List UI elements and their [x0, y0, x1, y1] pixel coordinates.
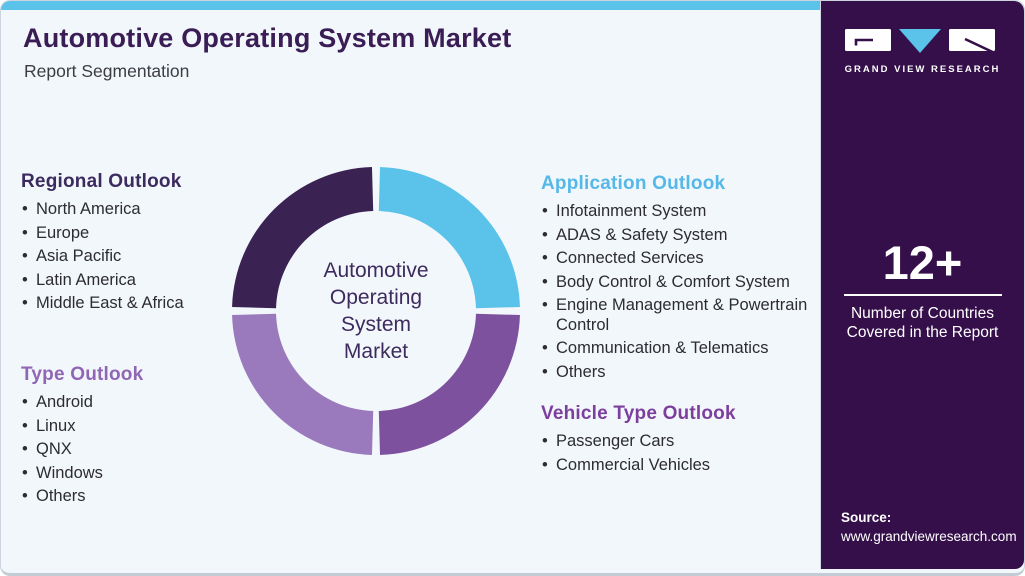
section-title-regional: Regional Outlook — [21, 171, 182, 192]
list-item: QNX — [21, 440, 256, 460]
list-item: North America — [21, 200, 256, 220]
section-application-outlook: Application Outlook Infotainment SystemA… — [541, 173, 826, 386]
logo-wordmark: GRAND VIEW RESEARCH — [844, 64, 1001, 75]
donut-segment-vehicle-type-outlook — [378, 313, 520, 455]
list-item: Middle East & Africa — [21, 294, 256, 314]
source-url: www.grandviewresearch.com — [841, 529, 1017, 545]
list-item: Asia Pacific — [21, 247, 256, 267]
stat-divider — [843, 294, 1002, 296]
section-vehicle-type-outlook: Vehicle Type Outlook Passenger CarsComme… — [541, 403, 826, 479]
gvr-logo-icon — [844, 29, 1001, 57]
application-list: Infotainment SystemADAS & Safety SystemC… — [541, 202, 826, 382]
page-subtitle: Report Segmentation — [24, 61, 190, 81]
list-item: Others — [21, 487, 256, 507]
section-title-vehicle-type: Vehicle Type Outlook — [541, 403, 736, 424]
logo-r-cut — [963, 37, 1001, 57]
logo-g-cut — [854, 38, 873, 46]
donut-segment-application-outlook — [378, 167, 520, 309]
logo-r-block — [948, 29, 995, 51]
logo-v-triangle — [898, 29, 941, 53]
section-regional-outlook: Regional Outlook North AmericaEuropeAsia… — [21, 171, 256, 318]
list-item: Infotainment System — [541, 202, 826, 222]
source-block: Source: www.grandviewresearch.com — [841, 509, 1017, 547]
countries-stat: 12+ Number of Countries Covered in the R… — [821, 239, 1024, 342]
list-item: Latin America — [21, 271, 256, 291]
list-item: Body Control & Comfort System — [541, 273, 826, 293]
list-item: Windows — [21, 464, 256, 484]
list-item: Commercial Vehicles — [541, 456, 826, 476]
page-title: Automotive Operating System Market — [23, 23, 512, 53]
list-item: Others — [541, 363, 826, 383]
donut-chart-svg — [232, 167, 520, 455]
list-item: Linux — [21, 417, 256, 437]
list-item: Engine Management & Powertrain Control — [541, 296, 826, 335]
countries-count: 12+ — [882, 236, 963, 289]
section-type-outlook: Type Outlook AndroidLinuxQNX WindowsOther… — [21, 364, 256, 511]
sidebar: GRAND VIEW RESEARCH 12+ Number of Countr… — [821, 1, 1024, 569]
donut-segment-regional-outlook — [232, 167, 374, 309]
top-accent-bar — [1, 1, 823, 10]
list-item: Passenger Cars — [541, 432, 826, 452]
donut-segment-type-outlook — [232, 313, 374, 455]
list-item: Connected Services — [541, 249, 826, 269]
list-item: Europe — [21, 224, 256, 244]
regional-list: North AmericaEuropeAsia PacificLatin Ame… — [21, 200, 256, 314]
gvr-logo: GRAND VIEW RESEARCH — [821, 27, 1024, 75]
section-title-type: Type Outlook — [21, 364, 144, 385]
list-item: Communication & Telematics — [541, 339, 826, 359]
donut-chart: Automotive Operating System Market — [232, 167, 520, 455]
type-list: AndroidLinuxQNX WindowsOthers — [21, 393, 256, 507]
list-item: Android — [21, 393, 256, 413]
section-title-application: Application Outlook — [541, 173, 726, 194]
countries-label: Number of Countries Covered in the Repor… — [846, 305, 999, 341]
source-label: Source: — [841, 510, 892, 526]
vehicle-type-list: Passenger CarsCommercial Vehicles — [541, 432, 826, 475]
list-item: ADAS & Safety System — [541, 226, 826, 246]
